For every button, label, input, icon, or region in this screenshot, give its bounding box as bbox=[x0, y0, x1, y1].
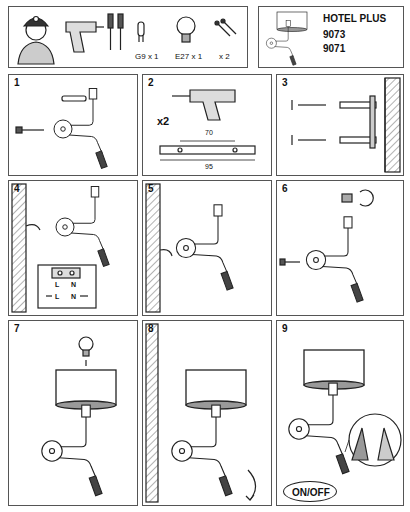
step-number: 1 bbox=[14, 77, 20, 88]
step-9-illustration bbox=[289, 350, 401, 474]
step-panel: 2 x2 70 95 bbox=[142, 74, 272, 176]
label-text: N bbox=[71, 293, 76, 301]
step-number: 7 bbox=[14, 323, 20, 334]
label-text: E27 x 1 bbox=[175, 53, 202, 62]
step-panel: 6 bbox=[276, 180, 404, 316]
step-number: 3 bbox=[282, 77, 288, 88]
label-text: 9071 bbox=[323, 43, 345, 54]
switch-text: ON/OFF bbox=[292, 487, 330, 498]
step-panel: 3 bbox=[276, 74, 404, 176]
label-text: G9 x 1 bbox=[135, 53, 159, 62]
step-number: 4 bbox=[14, 183, 20, 194]
step-number: 6 bbox=[282, 183, 288, 194]
tools-box: G9 x 1 E27 x 1 x 2 bbox=[8, 6, 248, 68]
label-text: 95 bbox=[205, 163, 213, 171]
step-6-illustration bbox=[280, 190, 373, 302]
step-4-illustration bbox=[12, 184, 109, 312]
label-text: x2 bbox=[157, 115, 169, 127]
step-3-illustration bbox=[292, 78, 400, 172]
step-panel: 7 bbox=[8, 320, 138, 506]
label-text: 9073 bbox=[323, 29, 345, 40]
label-text: HOTEL PLUS bbox=[323, 13, 386, 24]
step-8-illustration bbox=[146, 324, 256, 502]
label-text: N bbox=[71, 281, 76, 289]
label-text: L bbox=[55, 281, 59, 289]
step-number: 9 bbox=[282, 323, 288, 334]
label-text: L bbox=[55, 293, 59, 301]
step-7-illustration bbox=[42, 337, 116, 496]
step-panel: 9ON/OFF bbox=[276, 320, 404, 506]
product-thumbnail bbox=[266, 12, 307, 65]
step-panel: 1 bbox=[8, 74, 138, 176]
product-box: HOTEL PLUS 9073 9071 bbox=[258, 6, 404, 68]
step-5-illustration bbox=[146, 184, 233, 312]
step-panel: 4L N L N bbox=[8, 180, 138, 316]
step-number: 8 bbox=[148, 323, 154, 334]
label-text: 70 bbox=[205, 129, 213, 137]
switch-label: ON/OFF bbox=[283, 481, 337, 502]
step-panel: 5 bbox=[142, 180, 272, 316]
step-2-illustration bbox=[160, 90, 255, 160]
label-text: x 2 bbox=[219, 53, 230, 62]
step-1-illustration bbox=[16, 89, 107, 169]
step-panel: 8 bbox=[142, 320, 272, 506]
tools-illustration bbox=[18, 14, 236, 64]
step-number: 5 bbox=[148, 183, 154, 194]
step-number: 2 bbox=[148, 77, 154, 88]
